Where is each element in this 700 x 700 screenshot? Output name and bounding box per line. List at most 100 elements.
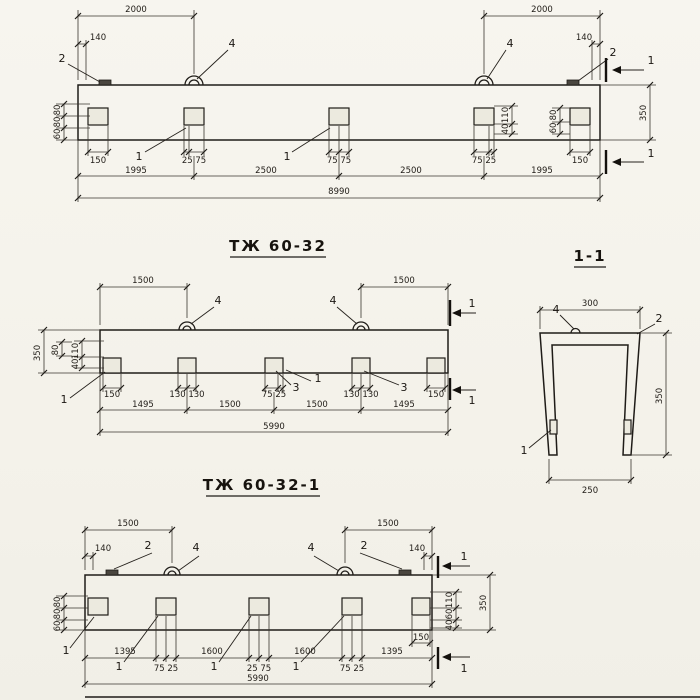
dim-text: 75 25 <box>262 390 286 400</box>
top-embed-plate-right <box>398 569 412 576</box>
section-mark: 1 <box>461 662 468 675</box>
section-mark: 1 <box>469 297 476 310</box>
dimension-ticks <box>60 12 654 202</box>
embed-plate <box>264 357 284 374</box>
dim-text: 40 <box>501 124 511 135</box>
dim-text: 80 <box>53 609 63 620</box>
top-embed-plate-left <box>98 79 112 86</box>
dim-text: 350 <box>33 345 43 361</box>
extension-lines <box>56 10 656 202</box>
dim-text: 1500 <box>117 519 139 529</box>
item-mark: 4 <box>507 37 514 50</box>
dim-text: 1500 <box>219 400 241 410</box>
embed-plate <box>411 597 431 616</box>
embed-plate <box>351 357 371 374</box>
lifting-loop-icon <box>570 327 581 334</box>
dim-text: 75 25 <box>472 156 496 166</box>
dim-text: 60 <box>53 129 63 140</box>
extension-lines <box>539 306 672 484</box>
dim-text: 1600 <box>201 647 223 657</box>
dim-text: 2000 <box>531 5 553 15</box>
extension-lines <box>56 526 496 688</box>
item-mark: 1 <box>61 393 68 406</box>
embed-plate <box>426 357 446 374</box>
section-arrowhead-icon <box>612 66 621 74</box>
top-embed-plate-left <box>105 569 119 576</box>
item-mark: 2 <box>59 52 66 65</box>
dim-text: 140 <box>90 33 106 43</box>
item-mark: 4 <box>193 541 200 554</box>
item-mark: 4 <box>229 37 236 50</box>
embed-plate <box>328 107 350 126</box>
dim-text: 60 <box>445 609 455 620</box>
extension-lines <box>38 283 449 436</box>
dim-text: 80 <box>53 117 63 128</box>
section-arrowhead-icon <box>442 653 451 661</box>
item-mark: 1 <box>211 660 218 673</box>
dim-text: 130 130 <box>169 390 204 400</box>
item-leader-lines <box>67 49 609 153</box>
dim-text: 60 <box>549 123 559 134</box>
section-arrowhead-icon <box>452 309 461 317</box>
lifting-loop-icon <box>352 321 370 331</box>
dim-text: 110 <box>71 343 81 359</box>
lifting-loop-icon <box>178 321 196 331</box>
view-title-tj-60-32-1: ТЖ 60-32-1 <box>203 476 321 494</box>
item-mark: 4 <box>553 303 560 316</box>
lifting-loop-icon <box>163 566 181 576</box>
dim-text: 25 75 <box>247 664 271 674</box>
embed-plate <box>177 357 197 374</box>
section-arrowhead-icon <box>612 158 621 166</box>
embed-plate <box>87 107 109 126</box>
dim-text: 1500 <box>306 400 328 410</box>
lifting-loop-icon <box>474 75 494 86</box>
dimension-lines <box>63 15 651 199</box>
view-bottom-beam-5990: ТЖ 60-32-1 1500 1500 140 140 80 80 60 35… <box>53 476 496 688</box>
section-profile-outline <box>539 332 641 456</box>
item-mark: 2 <box>361 539 368 552</box>
dim-text: 1500 <box>393 276 415 286</box>
item-mark: 2 <box>656 312 663 325</box>
item-mark: 1 <box>63 644 70 657</box>
section-arrow-lines <box>454 312 476 391</box>
item-leader-lines <box>69 306 400 399</box>
lifting-loop-icon <box>184 75 204 86</box>
dim-text: 80 <box>53 597 63 608</box>
dim-text-total: 5990 <box>263 422 285 432</box>
section-mark: 1 <box>469 394 476 407</box>
dim-text: 350 <box>479 595 489 611</box>
item-mark: 1 <box>136 150 143 163</box>
embed-plate <box>549 419 558 435</box>
item-mark: 1 <box>116 660 123 673</box>
item-mark: 1 <box>284 150 291 163</box>
section-mark: 1 <box>648 54 655 67</box>
dim-text: 80 <box>549 110 559 121</box>
dim-text: 80 <box>53 105 63 116</box>
section-title: 1-1 <box>573 247 606 265</box>
dim-text: 150 <box>90 156 106 166</box>
dim-text: 1395 <box>381 647 403 657</box>
item-mark: 1 <box>293 660 300 673</box>
embed-plate <box>569 107 591 126</box>
section-mark: 1 <box>648 147 655 160</box>
dim-text-total: 8990 <box>328 187 350 197</box>
section-arrowhead-icon <box>452 386 461 394</box>
dim-text: 150 <box>104 390 120 400</box>
dim-text: 75 75 <box>327 156 351 166</box>
dim-text: 350 <box>639 105 649 121</box>
item-mark: 3 <box>293 381 300 394</box>
dim-text: 1500 <box>132 276 154 286</box>
dim-text: 1500 <box>377 519 399 529</box>
embed-plate <box>183 107 205 126</box>
embed-plate <box>248 597 270 616</box>
dim-text: 75 25 <box>340 664 364 674</box>
dim-text: 1395 <box>114 647 136 657</box>
dim-text: 40 <box>71 359 81 370</box>
section-mark: 1 <box>461 550 468 563</box>
item-mark: 2 <box>610 46 617 59</box>
dim-text: 2000 <box>125 5 147 15</box>
dimension-lines <box>540 309 667 481</box>
item-mark: 1 <box>521 444 528 457</box>
